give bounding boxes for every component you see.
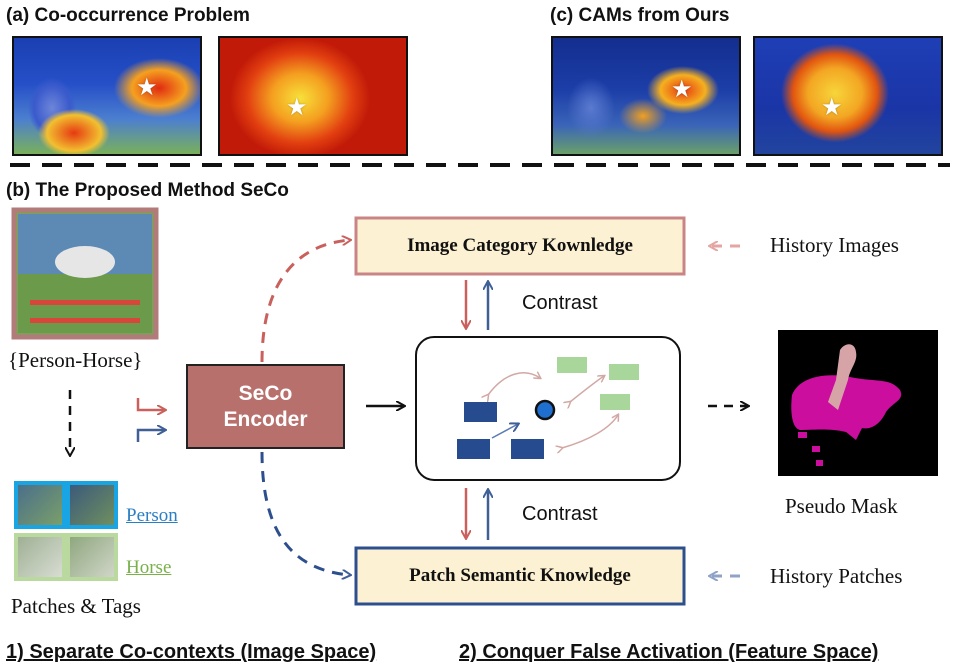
- star-icon: ★: [671, 76, 693, 103]
- cam-image-sail-ours: ★: [753, 36, 943, 156]
- seco-encoder-box: [186, 364, 345, 449]
- person-patch: [14, 481, 66, 529]
- horse-patch: [14, 533, 66, 581]
- dark-square: [511, 439, 544, 459]
- person-tag: Person: [126, 505, 178, 526]
- star-icon: ★: [821, 94, 843, 121]
- dark-square: [457, 439, 490, 459]
- encoder-line-2: Encoder: [223, 407, 308, 431]
- history-images-label: History Images: [770, 233, 899, 257]
- star-icon: ★: [286, 94, 308, 121]
- patch-knowledge-box: [354, 546, 686, 606]
- cam-image-horse-baseline: ★: [12, 36, 202, 156]
- panel-b-title: (b) The Proposed Method SeCo: [6, 180, 289, 201]
- panel-c-title: (c) CAMs from Ours: [550, 5, 730, 26]
- image-knowledge-box: [354, 216, 686, 276]
- pseudo-mask-label: Pseudo Mask: [785, 494, 898, 518]
- contrast-label-bottom: Contrast: [522, 503, 598, 525]
- cam-image-horse-ours: ★: [551, 36, 741, 156]
- green-square: [600, 394, 630, 410]
- image-knowledge-label: Image Category Kownledge: [407, 235, 633, 256]
- patches-tags-caption: Patches & Tags: [11, 594, 141, 618]
- green-square: [557, 357, 587, 373]
- panel-a-title: (a) Co-occurrence Problem: [6, 5, 250, 26]
- section-divider: [10, 163, 950, 167]
- anchor-point: [534, 399, 556, 421]
- star-icon: ★: [136, 74, 158, 101]
- encoder-line-1: SeCo: [238, 381, 293, 405]
- stage-2-title: 2) Conquer False Activation (Feature Spa…: [459, 641, 879, 663]
- horse-patch: [66, 533, 118, 581]
- cam-image-sail-baseline: ★: [218, 36, 408, 156]
- input-label: {Person-Horse}: [8, 348, 143, 372]
- dark-square: [464, 402, 497, 422]
- stage-1-title: 1) Separate Co-contexts (Image Space): [6, 641, 377, 663]
- horse-tag: Horse: [126, 557, 172, 578]
- history-patches-label: History Patches: [770, 564, 903, 588]
- person-patch: [66, 481, 118, 529]
- contrast-label-top: Contrast: [522, 292, 598, 314]
- green-square: [609, 364, 639, 380]
- seco-encoder: SeCo Encoder: [187, 365, 344, 448]
- patch-knowledge-label: Patch Semantic Knowledge: [409, 565, 631, 586]
